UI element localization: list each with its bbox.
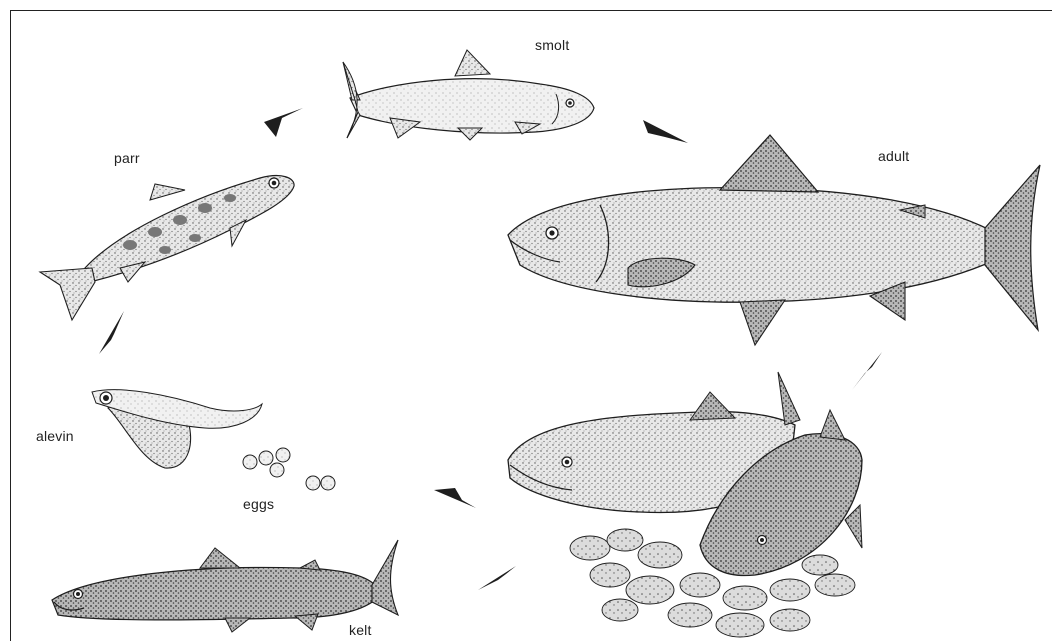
label-smolt: smolt (535, 37, 569, 53)
spawning-salmon-pair (508, 372, 862, 576)
arrow-parr-to-smolt (264, 108, 303, 137)
arrow-spawning-to-eggs (434, 488, 476, 508)
arrow-adult-to-spawning (852, 352, 882, 390)
alevin-fish (92, 390, 262, 468)
arrow-smolt-to-adult (643, 120, 688, 143)
label-parr: parr (114, 150, 140, 166)
label-kelt: kelt (349, 622, 372, 638)
label-adult: adult (878, 148, 909, 164)
smolt-fish (343, 50, 594, 140)
label-eggs: eggs (243, 496, 274, 512)
eggs (243, 448, 335, 490)
label-alevin: alevin (36, 428, 74, 444)
kelt-fish (52, 540, 398, 632)
arrow-alevin-to-parr (99, 311, 124, 354)
parr-fish (40, 176, 294, 320)
adult-fish (508, 135, 1040, 345)
arrow-spawning-to-kelt (478, 566, 516, 590)
